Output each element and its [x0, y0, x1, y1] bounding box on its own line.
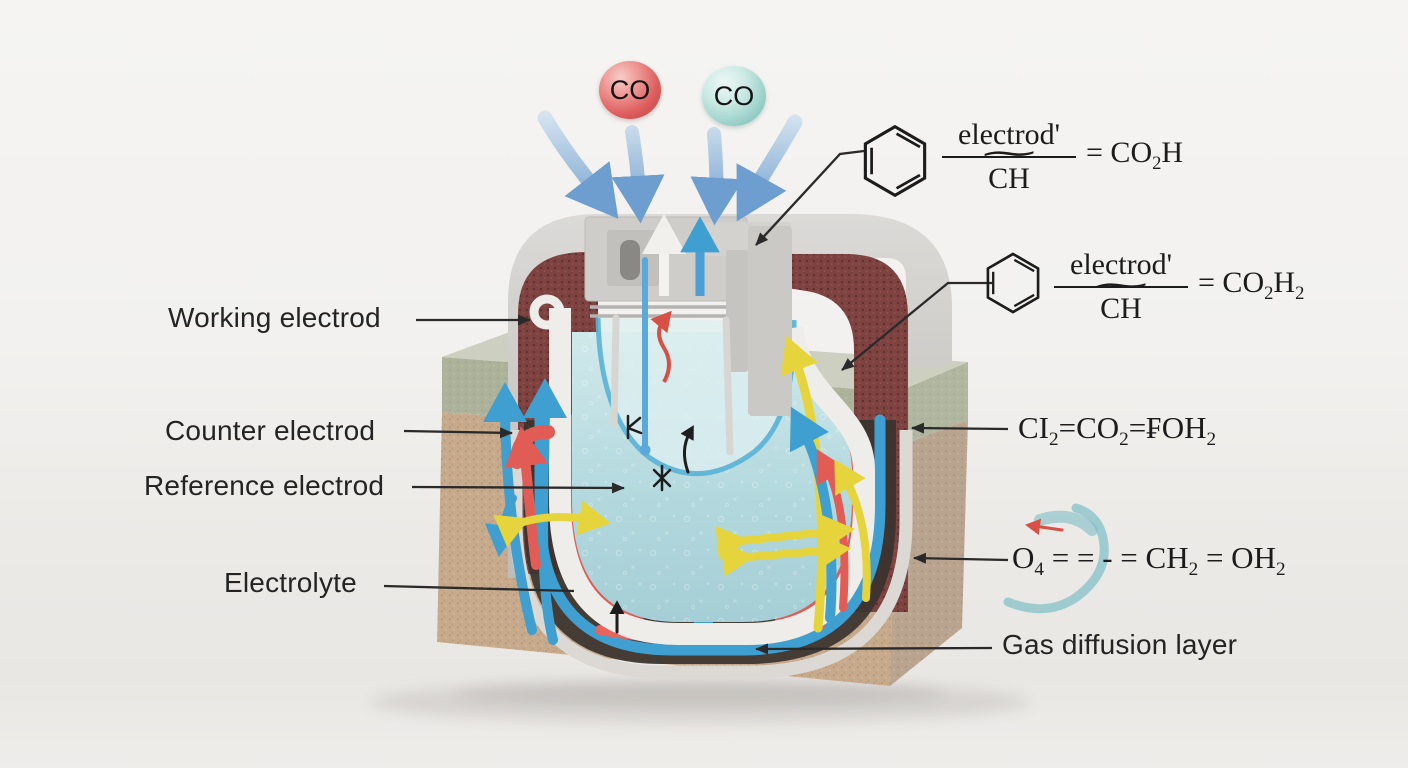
swirl-decoration [1003, 503, 1109, 614]
label-electrolyte: Electrolyte [224, 567, 357, 598]
ground-shadow [370, 680, 1030, 724]
benzene-ring-icon [863, 124, 927, 198]
label-gas-diffusion-layer: Gas diffusion layer [1002, 629, 1238, 660]
co-label: CO [713, 80, 755, 111]
ion-marks [609, 414, 694, 634]
reaction-formula-4: O4 = = - = CH2 = OH2 [1012, 540, 1286, 581]
co-molecule-teal: CO [702, 66, 766, 126]
reaction-formula-2: electrod' ∼ CH = CO2H2 [980, 234, 1304, 326]
formula-fraction: electrod' ∼ CH [1054, 248, 1189, 326]
label-counter-electrode: Counter electrod [165, 415, 376, 446]
leader-lines [383, 149, 1009, 655]
fraction-denominator: CH [988, 161, 1030, 195]
reaction-formula-3: CI2=CO2=₣OH2 [1018, 410, 1217, 451]
tilde-mark: ∼ [976, 137, 1042, 170]
fraction-denominator: CH [1100, 291, 1142, 325]
formula-product: = CO2H2 [1198, 266, 1305, 304]
benzene-ring-icon [986, 252, 1040, 314]
tilde-mark: ∼ [1088, 269, 1154, 302]
label-working-electrode: Working electrod [168, 302, 381, 333]
label-reference-electrode: Reference electrod [144, 470, 385, 501]
gas-evolution-arrow [650, 310, 672, 383]
fraction-numerator: electrod' [1054, 248, 1189, 288]
right-flow-arrows [715, 335, 871, 633]
co-molecule-red: CO [599, 61, 661, 119]
co-label: CO [609, 74, 651, 105]
formula-fraction: electrod' ∼ CH [942, 118, 1077, 196]
fraction-numerator: electrod' [942, 118, 1077, 158]
formula-product: = CO2H [1086, 136, 1184, 174]
reaction-formula-1: electrod' ∼ CH = CO2H [856, 106, 1183, 200]
co-inlet-arrows [537, 110, 803, 226]
